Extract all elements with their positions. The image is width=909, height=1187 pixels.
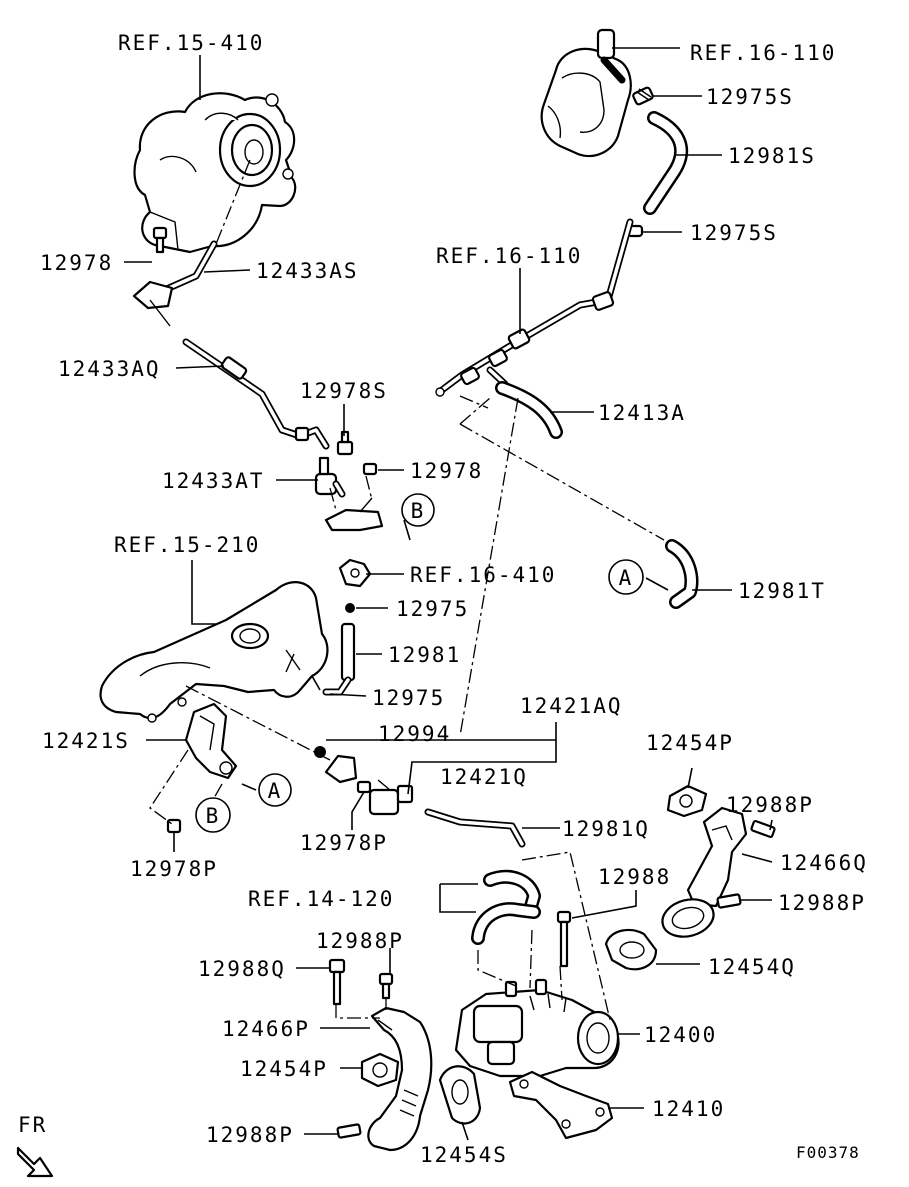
solenoid-valve[interactable]	[338, 558, 372, 588]
clip-12975-lower[interactable]	[311, 675, 321, 691]
bracket-12410[interactable]	[508, 1070, 614, 1140]
part-12421q-label: 12421Q	[440, 765, 528, 789]
ref-vacuum-pipe-label: REF.16-110	[436, 244, 582, 268]
part-12410-label: 12410	[652, 1097, 725, 1121]
pipe-12433at[interactable]	[314, 456, 346, 498]
part-12433at-label: 12433AT	[162, 469, 265, 493]
diagram-code: F00378	[796, 1143, 860, 1162]
direction-label: FR	[18, 1113, 47, 1137]
part-12988q-label: 12988Q	[198, 957, 286, 981]
callout-a-upper: A	[608, 559, 644, 595]
part-12421aq-label: 12421AQ	[520, 694, 623, 718]
svg-text:A: A	[619, 566, 634, 590]
part-12988p-bottom-label: 12988P	[206, 1123, 294, 1147]
vacuum-pipe-assembly[interactable]	[435, 218, 634, 397]
part-12978s-label: 12978S	[300, 379, 388, 403]
part-12978-mid-label: 12978	[410, 459, 483, 483]
ref-solenoid-valve-label: REF.16-410	[410, 563, 556, 587]
sensor-12421aq[interactable]	[324, 754, 358, 784]
part-12433as-label: 12433AS	[256, 259, 359, 283]
part-12466p-label: 12466P	[222, 1017, 310, 1041]
part-12981t-label: 12981T	[738, 579, 826, 603]
part-12988-label: 12988	[598, 865, 671, 889]
part-12454p-right-label: 12454P	[646, 731, 734, 755]
bolt-12978-mid[interactable]	[362, 462, 378, 476]
bolt-12988p-right-top[interactable]	[750, 820, 776, 838]
bolt-12978s[interactable]	[336, 430, 354, 456]
hose-12981[interactable]	[322, 622, 356, 696]
callout-b-upper: B	[401, 493, 435, 527]
svg-text:A: A	[268, 779, 283, 803]
part-12978p-center-label: 12978P	[300, 831, 388, 855]
ref-vacuum-pump-label: REF.16-110	[690, 41, 836, 65]
hose-12413a[interactable]	[495, 381, 563, 439]
bolt-12988q[interactable]	[328, 958, 346, 1006]
part-12988p-stack-label: 12988P	[316, 929, 404, 953]
labels: REF.15-410 REF.16-110 12975S 12981S 1297…	[18, 31, 868, 1167]
hose-12981t[interactable]	[665, 539, 699, 609]
part-12454q-label: 12454Q	[708, 955, 796, 979]
gasket-12454p-right[interactable]	[666, 784, 708, 818]
gasket-12454q[interactable]	[604, 928, 658, 971]
assembly-lines	[149, 159, 665, 1021]
part-12975-upper-label: 12975	[396, 597, 469, 621]
leader-lines	[124, 47, 773, 1141]
callout-b-lower: B	[195, 797, 231, 833]
exhaust-manifold[interactable]	[99, 581, 329, 723]
bolt-12988[interactable]	[556, 910, 572, 968]
bolt-12988p-right-mid[interactable]	[716, 893, 742, 909]
bracket-upper-b[interactable]	[324, 497, 384, 532]
part-12981-label: 12981	[388, 643, 461, 667]
hose-12981s[interactable]	[643, 111, 688, 215]
svg-text:B: B	[206, 804, 221, 828]
part-12421s-label: 12421S	[42, 729, 130, 753]
water-hoses[interactable]	[471, 869, 541, 945]
pipe-12466p[interactable]	[367, 1006, 433, 1152]
part-12978p-left-label: 12978P	[130, 857, 218, 881]
part-12981q-label: 12981Q	[562, 817, 650, 841]
part-12994-label: 12994	[378, 722, 451, 746]
part-12988p-right-top-label: 12988P	[726, 793, 814, 817]
hose-12981q[interactable]	[424, 808, 526, 848]
part-12981s-label: 12981S	[728, 144, 816, 168]
vacuum-pump[interactable]	[540, 28, 632, 158]
pipe-12433as[interactable]	[132, 240, 218, 327]
bolt-12978p-center[interactable]	[356, 780, 372, 794]
bracket-12421s[interactable]	[184, 702, 238, 780]
gasket-12454p-left[interactable]	[360, 1052, 400, 1088]
pipe-12433aq[interactable]	[182, 338, 330, 450]
clip-12975s-top[interactable]	[632, 86, 654, 106]
part-12400-label: 12400	[644, 1023, 717, 1047]
bolt-12978-left[interactable]	[152, 226, 168, 254]
svg-text:B: B	[411, 499, 426, 523]
clip-12975-upper[interactable]	[345, 603, 355, 613]
bolt-12988p-bottom[interactable]	[336, 1123, 362, 1139]
egr-valve-12400[interactable]	[454, 978, 620, 1078]
bolt-12988p-stack[interactable]	[378, 972, 394, 1000]
ref-water-hose-label: REF.14-120	[248, 887, 394, 911]
part-12975s-top-label: 12975S	[706, 85, 794, 109]
gasket-12454s[interactable]	[438, 1065, 482, 1125]
pipe-12466q[interactable]	[658, 806, 748, 942]
nut-12994[interactable]	[314, 746, 326, 758]
part-12975s-mid-label: 12975S	[690, 221, 778, 245]
sensor-12421q[interactable]	[368, 779, 414, 816]
part-12433aq-label: 12433AQ	[58, 357, 161, 381]
part-12454s-label: 12454S	[420, 1143, 508, 1167]
part-12413a-label: 12413A	[598, 401, 686, 425]
ref-exhaust-manifold-label: REF.15-210	[114, 533, 260, 557]
part-12978-left-label: 12978	[40, 251, 113, 275]
ref-turbocharger-label: REF.15-410	[118, 31, 264, 55]
callout-a-lower: A	[258, 773, 292, 807]
part-12466q-label: 12466Q	[780, 851, 868, 875]
part-12988p-right-mid-label: 12988P	[778, 891, 866, 915]
front-arrow-icon	[16, 1146, 54, 1178]
part-12975-lower-label: 12975	[372, 686, 445, 710]
part-12454p-left-label: 12454P	[240, 1057, 328, 1081]
